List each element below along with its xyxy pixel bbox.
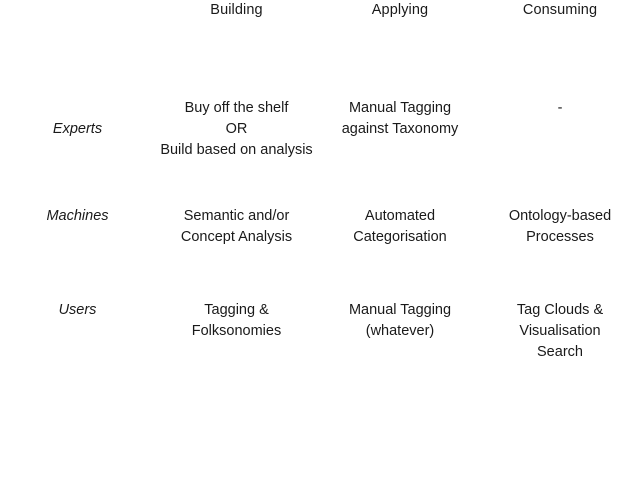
cell-line: Tag Clouds & [516,302,604,318]
matrix-header-row: Building Applying Consuming [0,0,638,96]
cell-line: Manual Tagging [348,100,452,116]
bottom-spacer-row [0,380,638,478]
row-label-text: Users [58,302,97,318]
cell-experts-applying: Manual Tagging against Taxonomy [318,96,482,196]
column-header-applying: Applying [371,2,429,18]
cell-line: Build based on analysis [160,142,313,158]
cell-line: Visualisation [519,323,601,339]
row-label-machines: Machines [0,196,155,288]
cell-line: Semantic and/or [183,208,290,224]
row-label-experts: Experts [0,96,155,196]
cell-line: Processes [526,229,594,245]
table-row: Machines Semantic and/or Concept Analysi… [0,196,638,288]
column-header-consuming: Consuming [522,2,598,18]
row-label-text: Experts [52,121,103,137]
cell-line: Concept Analysis [180,229,293,245]
cell-users-consuming: Tag Clouds & Visualisation Search [482,288,638,380]
cell-line: Categorisation [353,229,447,245]
spacer-cell [318,380,482,478]
row-label-users: Users [0,288,155,380]
cell-machines-applying: Automated Categorisation [318,196,482,288]
cell-machines-building: Semantic and/or Concept Analysis [155,196,318,288]
cell-line: Automated [364,208,436,224]
cell-line: Buy off the shelf [184,100,289,116]
column-header-building: Building [210,2,263,18]
cell-users-applying: Manual Tagging (whatever) [318,288,482,380]
row-label-text: Machines [46,208,109,224]
cell-experts-building: Buy off the shelf OR Build based on anal… [155,96,318,196]
table-row: Experts Buy off the shelf OR Build based… [0,96,638,196]
cell-line: against Taxonomy [341,121,459,137]
cell-line: Search [537,344,583,360]
cell-line: Tagging & [204,302,269,318]
cell-experts-consuming: - [482,96,638,196]
cell-line-dash: - [557,100,563,116]
matrix-corner-cell [0,0,155,96]
spacer-cell [482,380,638,478]
cell-users-building: Tagging & Folksonomies [155,288,318,380]
spacer-cell [155,380,318,478]
cell-line: OR [225,121,248,137]
cell-line: Ontology-based [508,208,612,224]
cell-line: Manual Tagging [348,302,452,318]
cell-line: (whatever) [365,323,435,339]
cell-line: Folksonomies [191,323,282,339]
cell-machines-consuming: Ontology-based Processes [482,196,638,288]
table-row: Users Tagging & Folksonomies Manual Tagg… [0,288,638,380]
spacer-cell [0,380,155,478]
